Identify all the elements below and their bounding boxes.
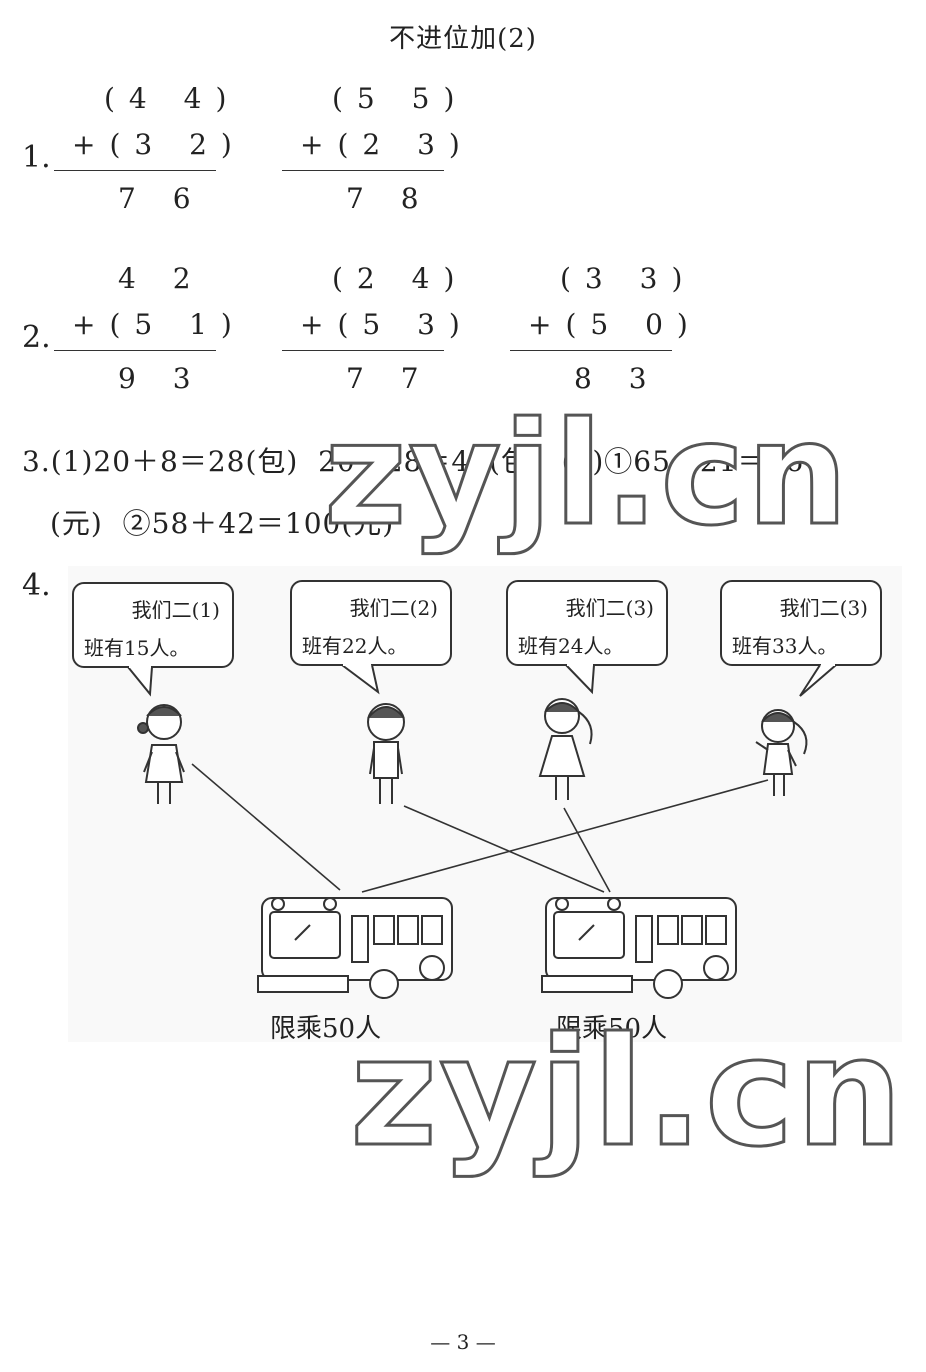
bubble-1-line-1: 我们二(1): [131, 598, 220, 622]
q2-p3-addend: +(5 0): [528, 308, 702, 341]
watermark-bottom: zyjl.cn: [349, 1006, 905, 1180]
bubble-1-line-2: 班有15人。: [84, 636, 190, 660]
page-title: 不进位加(2): [389, 24, 537, 54]
q1-p2-top: (5 5): [332, 82, 469, 115]
question-4-number: 4.: [22, 568, 51, 603]
match-line-1: [191, 763, 341, 891]
q1-p1-top: (4 4): [104, 82, 241, 115]
q2-p2-result: 7 7: [346, 362, 433, 395]
q1-p2-addend: +(2 3): [300, 128, 474, 161]
bubble-tails: [127, 664, 837, 697]
bubble-2-line-2: 班有22人。: [302, 634, 408, 658]
question-1-number: 1.: [22, 140, 51, 175]
q1-p1-line: [54, 170, 216, 171]
match-line-4: [361, 779, 769, 893]
q2-p3-line: [510, 350, 672, 351]
bubble-3-line-2: 班有24人。: [518, 634, 624, 658]
match-line-2: [403, 805, 605, 893]
matching-lines: [191, 763, 769, 893]
bus-1-label: 限乘50人: [270, 1014, 382, 1044]
bubble-tail-3: [565, 664, 595, 695]
q2-p1-line: [54, 350, 216, 351]
q1-p2-line: [282, 170, 444, 171]
q2-p3-top: (3 3): [560, 262, 697, 295]
bubble-tail-4: [799, 664, 837, 697]
speech-bubble-3: 我们二(3) 班有24人。: [506, 580, 668, 666]
watermark-top: zyjl.cn: [323, 392, 850, 557]
child-1-figure: [137, 704, 185, 804]
bubble-4-line-1: 我们二(3): [779, 596, 868, 620]
q2-p1-result: 9 3: [118, 362, 205, 395]
bubble-4-line-2: 班有33人。: [732, 634, 838, 658]
speech-bubble-1: 我们二(1) 班有15人。: [72, 582, 234, 668]
q2-p1-addend: +(5 1): [72, 308, 246, 341]
bubble-tail-2: [341, 664, 380, 695]
page-number: — 3 —: [430, 1330, 496, 1354]
bubble-tail-1: [127, 666, 153, 697]
bubble-3-line-1: 我们二(3): [565, 596, 654, 620]
bus-2-label: 限乘50人: [556, 1014, 668, 1044]
question-2-number: 2.: [22, 320, 51, 355]
q1-p1-addend: +(3 2): [72, 128, 246, 161]
child-3-figure: [538, 698, 593, 800]
speech-bubble-2: 我们二(2) 班有22人。: [290, 580, 452, 666]
speech-bubble-4: 我们二(3) 班有33人。: [720, 580, 882, 666]
bus-1-figure: [257, 897, 453, 999]
question-3-line-1: 3.(1)20＋8＝28(包) 20＋28＝48(包) (2)①65＋21＝86: [22, 445, 805, 478]
child-4-figure: [755, 709, 808, 796]
q2-p1-top: 4 2: [118, 262, 205, 295]
question-3-line-2: (元) ②58＋42＝100(元): [50, 507, 395, 540]
match-line-3: [563, 807, 611, 893]
child-2-figure: [367, 703, 405, 804]
q2-p2-top: (2 4): [332, 262, 469, 295]
q2-p3-result: 8 3: [574, 362, 661, 395]
bus-2-figure: [541, 897, 737, 999]
q2-p2-addend: +(5 3): [300, 308, 474, 341]
q2-p2-line: [282, 350, 444, 351]
bubble-2-line-1: 我们二(2): [349, 596, 438, 620]
q1-p1-result: 7 6: [118, 182, 205, 215]
q1-p2-result: 7 8: [346, 182, 433, 215]
